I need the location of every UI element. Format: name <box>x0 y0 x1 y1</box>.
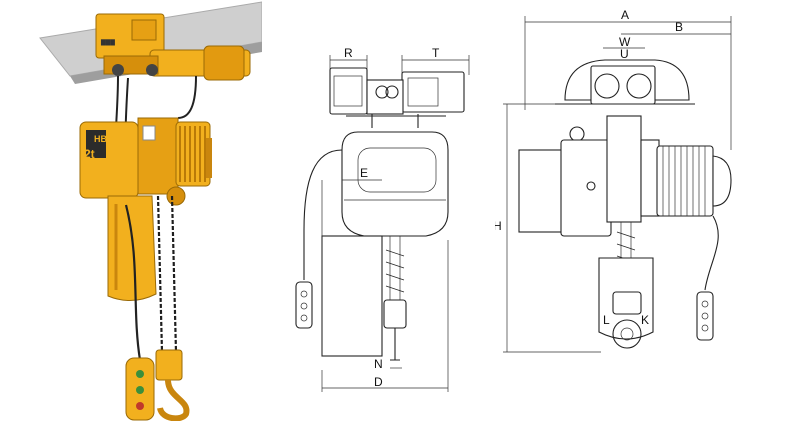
housing-marking: HBY <box>94 134 113 144</box>
front-view-drawing: A B W U H <box>495 8 732 353</box>
dimension-label-h: H <box>495 219 502 233</box>
pendant-control <box>125 357 155 421</box>
capacity-marking: 2t <box>84 147 95 161</box>
dimension-label-w: W <box>619 35 631 49</box>
svg-text:▇▇▇: ▇▇▇ <box>100 39 115 46</box>
hook-block <box>155 349 190 421</box>
dimension-label-r: R <box>344 46 353 60</box>
side-view-drawing: R T E <box>295 46 470 392</box>
trolley: ▇▇▇ <box>95 13 251 81</box>
load-chain <box>156 195 178 353</box>
dimension-label-k: K <box>641 313 649 327</box>
hoist-product-photo: ▇▇▇ HBY 2t <box>39 1 262 421</box>
dimension-label-n: N <box>374 357 383 371</box>
dimension-label-t: T <box>432 46 440 60</box>
dimension-label-a: A <box>621 8 629 22</box>
dimension-label-b: B <box>675 20 683 34</box>
hoist-body: HBY 2t <box>79 117 212 206</box>
dimension-label-d: D <box>374 375 383 389</box>
dimension-label-u: U <box>620 47 629 61</box>
dimension-label-e: E <box>360 166 368 180</box>
dimension-label-l: L <box>603 313 610 327</box>
